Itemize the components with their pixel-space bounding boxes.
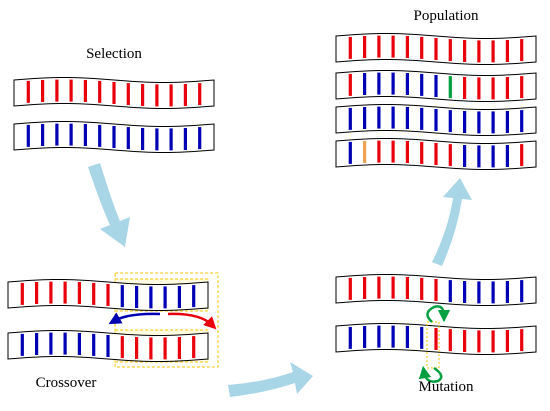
mutation-to-population-arrow	[432, 178, 472, 266]
crossover-chromosome-1	[7, 279, 209, 311]
swap-arrow-blue	[108, 312, 161, 325]
mutation-arrow-bottom	[418, 365, 443, 383]
crossover-label: Crossover	[35, 375, 97, 391]
population-chromosome-2	[335, 70, 537, 102]
population-chromosome-3	[335, 104, 537, 136]
selection-chromosome-1	[13, 77, 215, 109]
population-chromosome-1	[335, 33, 537, 65]
chromosomes	[7, 33, 537, 362]
flow-arrows	[88, 163, 472, 397]
selection-label: Selection	[86, 46, 142, 62]
operator-overlays	[108, 305, 451, 383]
mutation-gene-box	[426, 321, 440, 369]
selection-chromosome-2	[13, 121, 215, 153]
mutation-label: Mutation	[418, 379, 474, 395]
selection-to-crossover-arrow	[88, 163, 130, 247]
mutation-arrow-top	[426, 305, 451, 323]
mutation-chromosome-2	[335, 323, 537, 355]
population-label: Population	[413, 8, 479, 24]
crossover-to-mutation-arrow	[228, 362, 313, 397]
crossover-chromosome-2	[7, 330, 209, 362]
mutation-chromosome-1	[335, 274, 537, 306]
swap-arrow-red	[167, 312, 217, 330]
population-chromosome-4	[335, 138, 537, 170]
